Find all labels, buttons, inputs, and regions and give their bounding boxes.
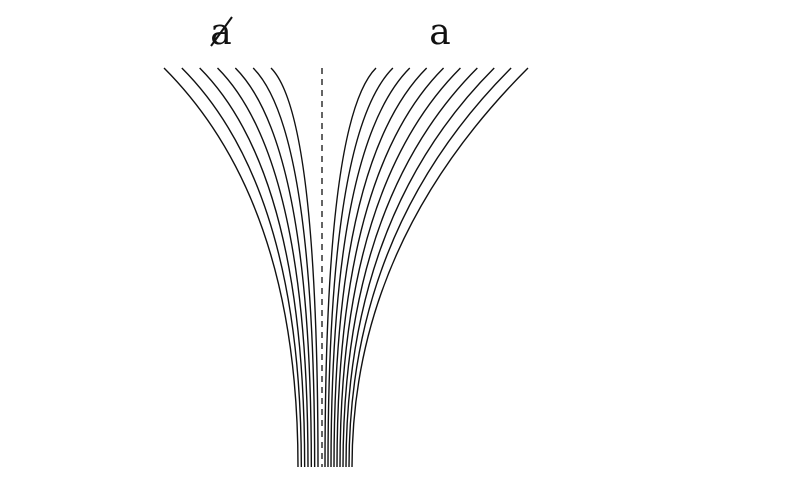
right-curve	[336, 67, 445, 468]
left-curve	[163, 67, 299, 468]
right-curve	[351, 67, 529, 468]
right-curve	[339, 67, 461, 468]
right-curve	[345, 67, 495, 468]
right-curve	[330, 67, 411, 468]
right-curve	[333, 67, 428, 468]
left-curve	[270, 67, 319, 468]
left-curve	[252, 67, 316, 468]
left-curve	[217, 67, 309, 468]
curve-group	[163, 67, 529, 468]
right-curve	[327, 67, 394, 468]
left-curve	[181, 67, 303, 468]
right-label: a	[429, 12, 450, 53]
right-curve	[342, 67, 478, 468]
right-curve	[324, 67, 377, 468]
strike-through-mark	[210, 16, 233, 47]
left-curve	[199, 67, 306, 468]
right-curve	[348, 67, 512, 468]
left-curve	[234, 67, 313, 468]
